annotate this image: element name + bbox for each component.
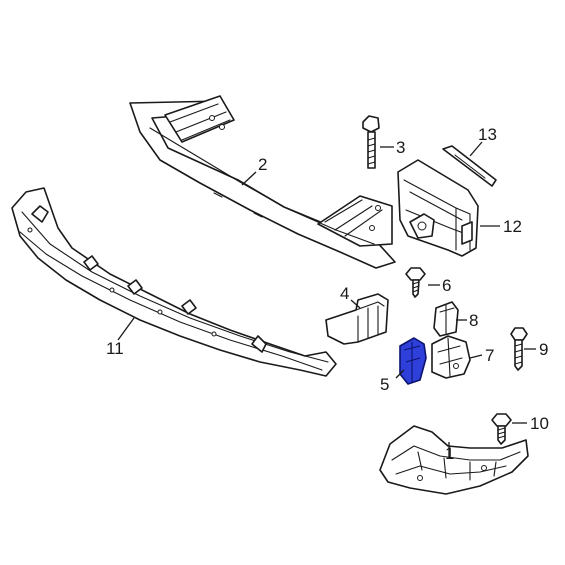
leader-7 — [469, 354, 483, 359]
callout-1: 1 — [445, 444, 454, 463]
callout-4: 4 — [340, 284, 349, 303]
callout-11: 11 — [106, 339, 124, 358]
leader-5 — [395, 369, 405, 379]
leader-4 — [350, 299, 361, 309]
callout-5: 5 — [380, 375, 389, 394]
leader-13 — [469, 141, 483, 157]
part-5-highlighted-bracket[interactable] — [399, 337, 427, 385]
callout-7: 7 — [485, 346, 494, 365]
part-8-clip[interactable] — [433, 301, 459, 337]
callout-10: 10 — [530, 414, 549, 433]
part-9-bolt[interactable] — [510, 327, 528, 371]
part-2-reinforcement-beam[interactable] — [129, 95, 396, 269]
callout-13: 13 — [478, 125, 497, 144]
leader-2 — [241, 171, 257, 186]
part-11-lower-absorber[interactable] — [11, 187, 337, 377]
part-6-screw[interactable] — [405, 267, 426, 298]
part-3-bolt[interactable] — [362, 115, 380, 169]
callout-12: 12 — [503, 217, 522, 236]
leader-11 — [117, 317, 135, 341]
callout-8: 8 — [469, 311, 478, 330]
callout-6: 6 — [442, 276, 451, 295]
part-7-bracket[interactable] — [431, 335, 471, 379]
part-13-strip[interactable] — [442, 145, 497, 187]
callout-3: 3 — [396, 138, 405, 157]
callout-9: 9 — [539, 340, 548, 359]
part-4-bracket[interactable] — [325, 293, 389, 345]
part-10-screw[interactable] — [491, 413, 512, 445]
part-12-bracket[interactable] — [397, 159, 479, 257]
callout-labels: 1 2 3 4 5 6 7 8 9 10 11 12 13 — [106, 125, 549, 463]
leader-lines — [117, 141, 536, 459]
part-1-lower-bracket[interactable] — [379, 425, 529, 495]
callout-2: 2 — [258, 155, 267, 174]
